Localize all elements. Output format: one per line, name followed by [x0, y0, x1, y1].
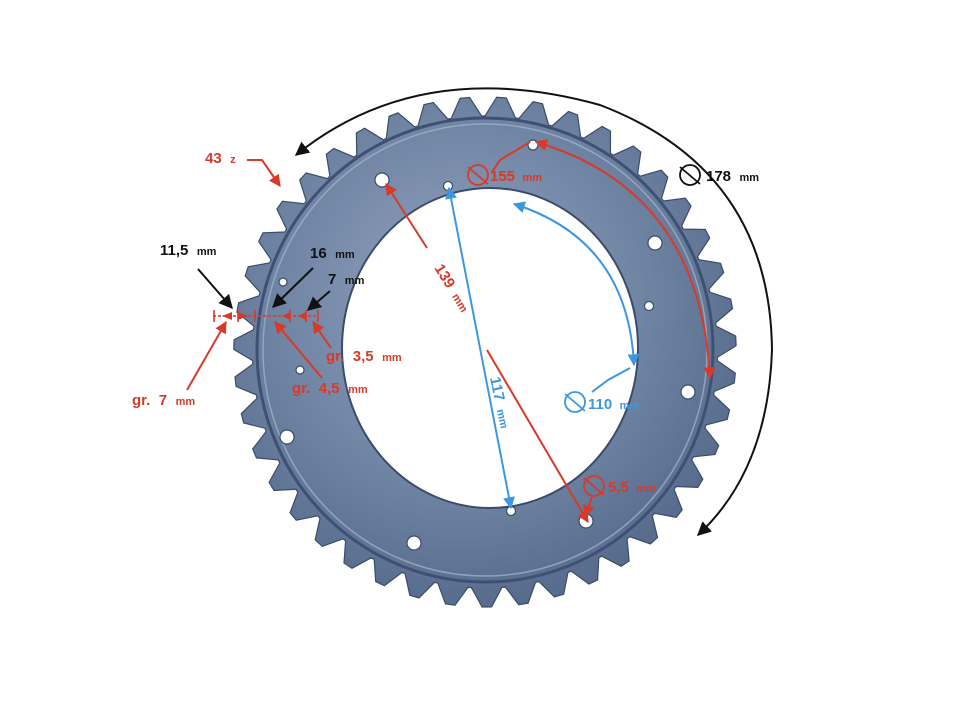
bolt-circle-unit: mm: [522, 172, 542, 184]
bolt-circle-arc: [534, 139, 716, 380]
thick-4-5-value: 4,5: [319, 380, 340, 397]
diameter-symbol-icon: [583, 475, 605, 497]
svg-text:gr. 3,5 mm: gr. 3,5 mm: [326, 348, 402, 365]
thick-4-5-prefix: gr.: [292, 380, 310, 397]
hole-span-small-line: [445, 186, 515, 510]
thick-3-5-prefix: gr.: [326, 348, 344, 365]
mounting-hole: [643, 300, 655, 312]
svg-text:5,5 mm: 5,5 mm: [608, 479, 656, 496]
dim-16-unit: mm: [335, 249, 355, 261]
teeth-count-unit: z: [230, 154, 236, 166]
svg-text:155 mm: 155 mm: [490, 168, 542, 185]
small-hole-value: 5,5: [608, 479, 629, 496]
inner-bore-arc: [512, 201, 640, 367]
thick-7-unit: mm: [176, 396, 196, 408]
small-hole-label: 5,5 mm: [583, 475, 656, 518]
svg-text:110 mm: 110 mm: [588, 396, 639, 413]
bolt-circle-label: 155 mm: [467, 141, 542, 186]
thick-3-5-value: 3,5: [353, 348, 374, 365]
teeth-count-value: 43: [205, 150, 222, 167]
thick-3-5-unit: mm: [382, 352, 402, 364]
small-hole-unit: mm: [636, 483, 656, 495]
svg-text:16 mm: 16 mm: [310, 245, 355, 262]
svg-text:gr. 7 mm: gr. 7 mm: [132, 392, 195, 409]
dim-16-value: 16: [310, 245, 327, 262]
thick-7-prefix: gr.: [132, 392, 150, 409]
svg-text:43 z: 43 z: [205, 150, 236, 167]
mounting-hole: [278, 277, 288, 287]
hole-span-small-value: 117: [486, 375, 508, 402]
hole-span-small-label: 117 mm: [486, 375, 514, 430]
teeth-count-label: 43 z: [205, 150, 281, 187]
mounting-hole: [442, 180, 454, 192]
inner-bore-label: 110 mm: [564, 367, 639, 413]
mounting-hole: [647, 235, 663, 251]
hole-span-large-line: [385, 182, 428, 249]
profile-dimension-group: 11,5 mm 16 mm 7 mm gr. 3,5 mm gr. 4,5 mm…: [132, 242, 402, 409]
sprocket-bore: [341, 187, 639, 509]
svg-text:117 mm: 117 mm: [486, 375, 514, 430]
inner-bore-value: 110: [588, 396, 612, 413]
sprocket-body: [233, 96, 737, 608]
bolt-circle-value: 155: [490, 168, 515, 185]
svg-text:11,5 mm: 11,5 mm: [160, 242, 217, 259]
inner-bore-unit: mm: [620, 400, 640, 412]
teeth-count-arrow: [247, 159, 281, 187]
mounting-hole: [295, 365, 305, 375]
outer-diameter-unit: mm: [739, 172, 759, 184]
dim-11-5-unit: mm: [197, 246, 217, 258]
mounting-hole: [406, 535, 422, 551]
mounting-hole: [680, 384, 696, 400]
svg-text:178 mm: 178 mm: [706, 168, 759, 185]
thick-7-value: 7: [159, 392, 167, 409]
dim-11-5-value: 11,5: [160, 242, 188, 259]
mounting-hole: [279, 429, 295, 445]
dim-7-value: 7: [328, 271, 336, 288]
outer-diameter-label: 178 mm: [679, 164, 759, 186]
dim-7-unit: mm: [345, 275, 365, 287]
thick-4-5-unit: mm: [348, 384, 368, 396]
diameter-symbol-icon: [467, 164, 489, 186]
svg-text:7 mm: 7 mm: [328, 271, 365, 288]
diameter-symbol-icon: [564, 391, 586, 413]
hole-span-small-unit: mm: [494, 408, 510, 430]
outer-diameter-value: 178: [706, 168, 731, 185]
svg-text:gr. 4,5 mm: gr. 4,5 mm: [292, 380, 368, 397]
